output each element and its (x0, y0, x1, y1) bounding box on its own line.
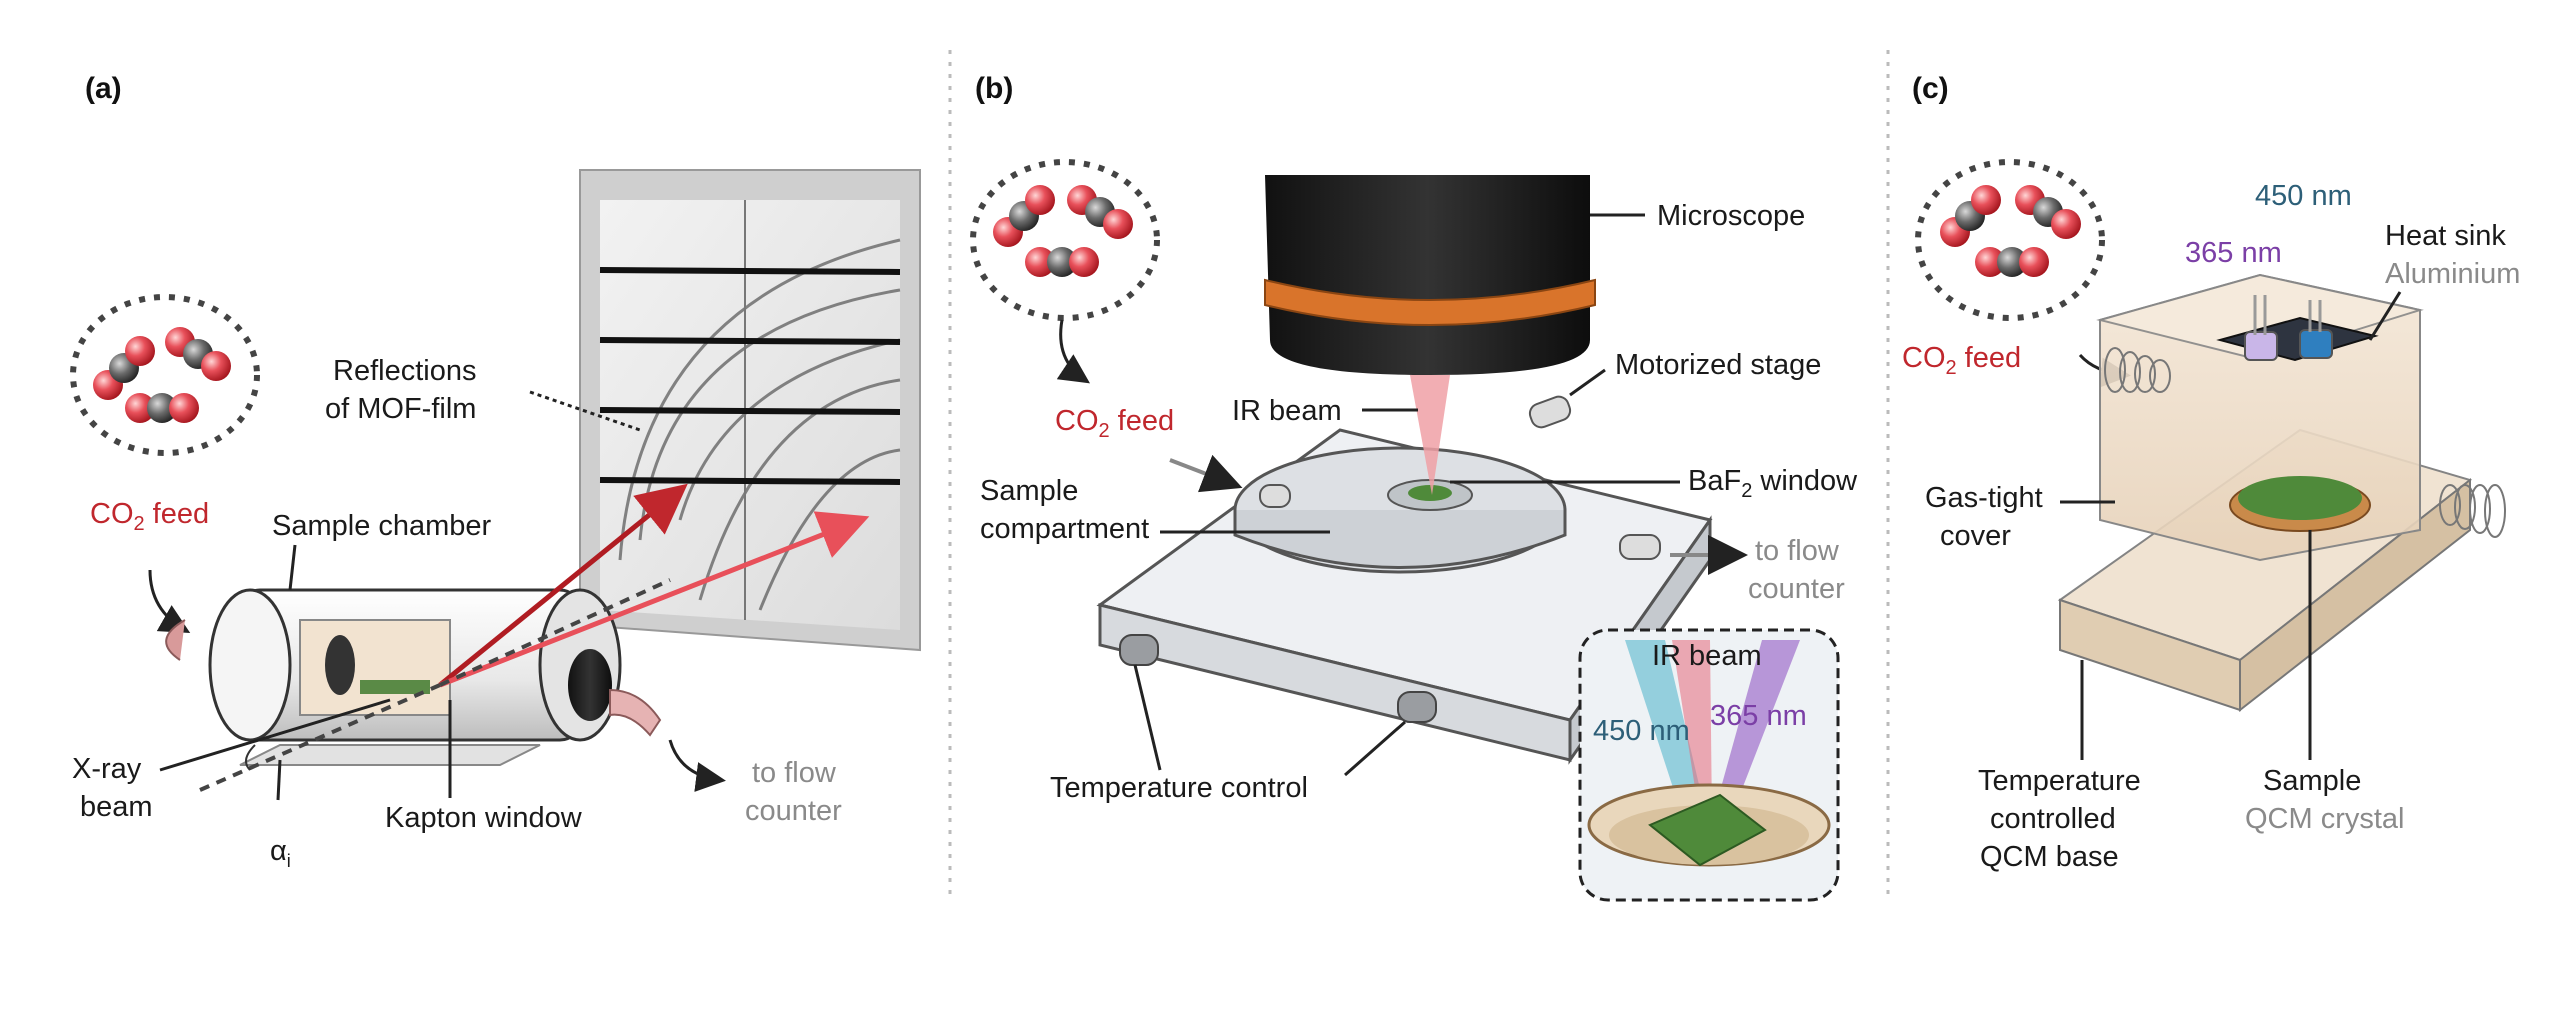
gas-tight-cover-label-line2: cover (1940, 520, 2011, 552)
nm450-label-c: 450 nm (2255, 180, 2352, 212)
microscope (1264, 175, 1596, 495)
co2-feed-arrow-b (1056, 319, 1090, 384)
xray-beam-label-line2: beam (80, 791, 153, 823)
heat-sink-pointer (2368, 291, 2402, 341)
sample-chamber (165, 588, 662, 766)
co2-molecule-icon (1940, 185, 2001, 247)
co2-molecule-icon (165, 327, 231, 381)
sample-chamber-pointer (288, 544, 297, 591)
gas-outlet-fitting (2439, 484, 2506, 538)
temperature-control-pointer-2 (1344, 720, 1406, 777)
motorized-stage (1096, 395, 1713, 765)
motorized-stage-label: Motorized stage (1615, 349, 1821, 381)
co2-molecule-cloud-b (970, 159, 1160, 321)
panel-c: (c) CO2 feed (1902, 72, 2520, 873)
temp-base-label-line3: QCM base (1980, 841, 2119, 873)
xray-direct-beam (439, 578, 671, 687)
sample-compartment-label-line2: compartment (980, 513, 1149, 545)
reflections-label-line1: Reflections (333, 355, 476, 387)
panel-c-label: (c) (1912, 72, 1949, 105)
xray-reflected-beam-2 (439, 511, 870, 688)
co2-molecule-icon (93, 336, 155, 400)
inset-450nm-label: 450 nm (1593, 715, 1690, 747)
aluminium-label: Aluminium (2385, 258, 2520, 290)
co2-molecule-icon (2015, 185, 2081, 239)
xray-reflected-beam (438, 483, 688, 687)
sample-label-c: Sample (2263, 765, 2361, 797)
co2-molecule-icon (1025, 247, 1099, 277)
panel-a-label: (a) (85, 72, 122, 105)
gas-tight-cover-label-line1: Gas-tight (1925, 482, 2043, 514)
motorized-stage-pointer (1569, 368, 1606, 397)
co2-molecule-cloud-c (1915, 159, 2105, 321)
co2-molecule-icon (993, 185, 1055, 247)
panel-b: (b) CO2 feed (970, 72, 1858, 902)
detector-screen (579, 169, 921, 652)
illumination-inset (1578, 628, 1840, 902)
flow-counter-arrow-a (668, 739, 726, 792)
co2-feed-label-c: CO2 feed (1902, 342, 2021, 379)
reflections-pointer (529, 390, 641, 432)
gas-inlet-fitting (2104, 347, 2171, 393)
flow-counter-label-a-line1: to flow (752, 757, 837, 789)
sample-chamber-label: Sample chamber (272, 510, 492, 542)
co2-molecule-icon (1975, 247, 2049, 277)
xray-beam-pointer (159, 698, 391, 772)
ir-beam-label-b: IR beam (1232, 395, 1342, 427)
alpha-i-label: αi (270, 835, 291, 871)
baf2-window-label: BaF2 window (1688, 465, 1858, 502)
co2-feed-arrow-a (148, 569, 191, 633)
flow-counter-label-b-line1: to flow (1755, 535, 1840, 567)
alpha-pointer (276, 759, 282, 801)
inset-365nm-label: 365 nm (1710, 700, 1807, 732)
incidence-angle-arc (245, 744, 256, 771)
inlet-arrow-b (1169, 454, 1243, 493)
flow-counter-label-a-line2: counter (745, 795, 842, 827)
co2-feed-label-a: CO2 feed (90, 498, 209, 535)
reflections-label-line2: of MOF-film (325, 393, 476, 425)
panel-b-label: (b) (975, 72, 1013, 105)
xray-beam-label-line1: X-ray (72, 753, 142, 785)
sample-compartment-label-line1: Sample (980, 475, 1078, 507)
nm365-label-c: 365 nm (2185, 237, 2282, 269)
qcm-cell (2057, 273, 2506, 713)
heat-sink-label: Heat sink (2385, 220, 2506, 252)
inset-ir-beam-label: IR beam (1652, 640, 1762, 672)
microscope-label: Microscope (1657, 200, 1805, 232)
panel-a: (a) CO2 feed (70, 72, 921, 871)
co2-molecule-icon (1067, 185, 1133, 239)
co2-feed-label-b: CO2 feed (1055, 405, 1174, 442)
xray-incident-beam (199, 683, 441, 792)
temp-base-label-line2: controlled (1990, 803, 2116, 835)
flow-counter-label-b-line2: counter (1748, 573, 1845, 605)
co2-molecule-cloud-a (70, 294, 260, 456)
co2-molecule-icon (125, 393, 199, 423)
temp-base-label-line1: Temperature (1978, 765, 2141, 797)
temperature-control-label: Temperature control (1050, 772, 1308, 804)
temperature-control-pointer-1 (1133, 664, 1162, 771)
kapton-window-label: Kapton window (385, 802, 583, 834)
qcm-crystal-label: QCM crystal (2245, 803, 2405, 835)
